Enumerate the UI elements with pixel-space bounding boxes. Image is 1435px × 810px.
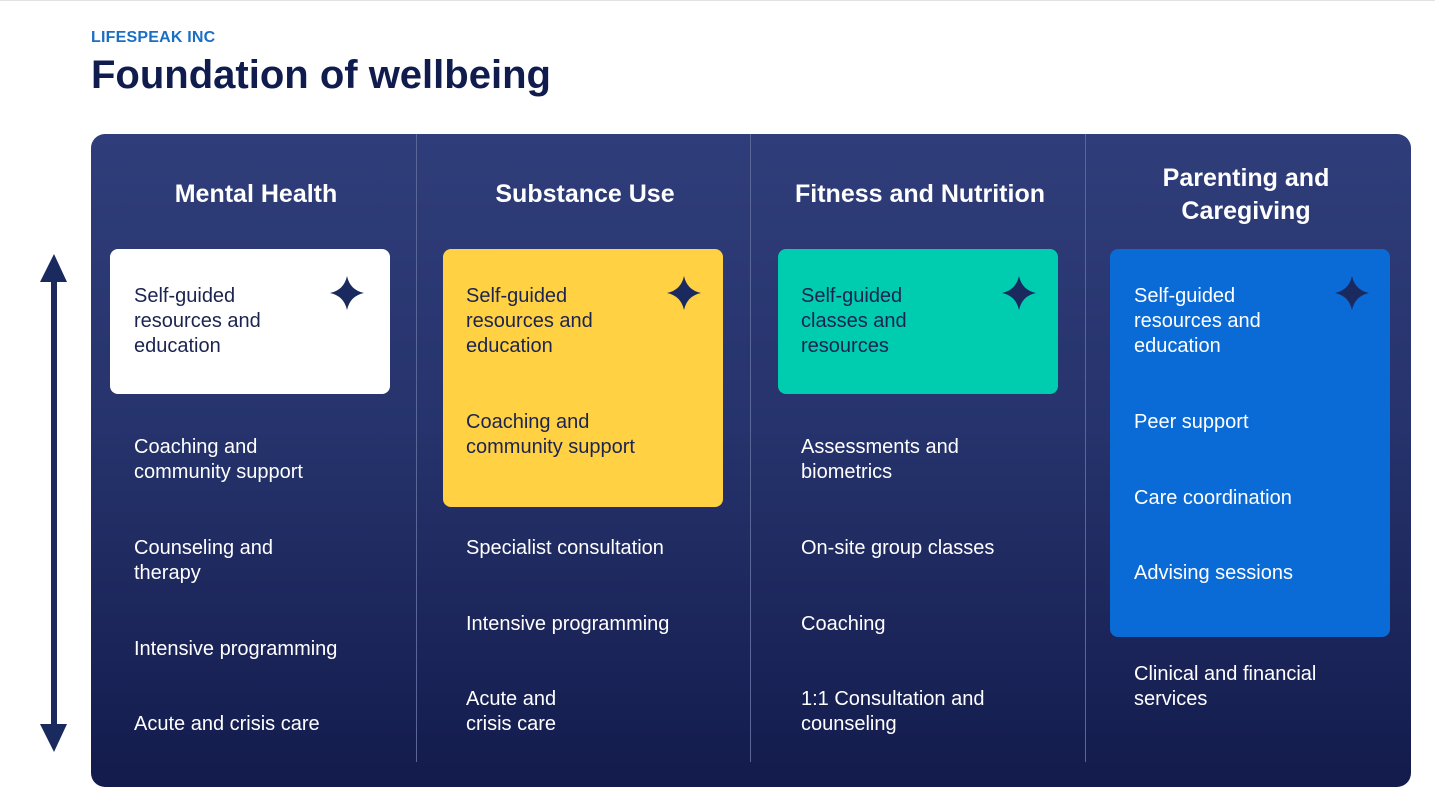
highlight-box bbox=[110, 249, 390, 394]
list-item: Intensive programming bbox=[466, 613, 670, 635]
four-point-star-icon bbox=[1335, 276, 1369, 310]
list-item: 1:1 Consultation and counseling bbox=[801, 688, 985, 735]
list-item: Counseling and therapy bbox=[134, 537, 273, 584]
list-item: Acute and crisis care bbox=[134, 713, 320, 735]
highlight-box bbox=[778, 249, 1058, 394]
column-divider bbox=[416, 134, 417, 762]
list-item: Specialist consultation bbox=[466, 537, 664, 559]
list-item: Coaching and community support bbox=[134, 436, 303, 483]
four-point-star-icon bbox=[1002, 276, 1036, 310]
company-name: LIFESPEAK INC bbox=[91, 29, 216, 46]
column-title: Mental Health bbox=[174, 180, 338, 208]
four-point-star-icon bbox=[330, 276, 364, 310]
column-divider bbox=[1085, 134, 1086, 762]
list-item: Acute and crisis care bbox=[466, 688, 557, 735]
highlight-item: Self-guided classes and resources bbox=[801, 285, 907, 357]
list-item: Assessments and biometrics bbox=[801, 436, 959, 483]
wellbeing-panel: Mental Health Self-guided resources and … bbox=[91, 134, 1411, 787]
list-item: Coaching bbox=[801, 613, 886, 635]
column-title: Substance Use bbox=[495, 180, 675, 208]
highlight-item: Coaching and community support bbox=[466, 411, 635, 458]
highlight-item: Self-guided resources and education bbox=[1134, 285, 1261, 357]
list-item: Clinical and financial services bbox=[1134, 663, 1317, 710]
highlight-item: Advising sessions bbox=[1134, 562, 1293, 584]
page-title: Foundation of wellbeing bbox=[91, 53, 551, 97]
column-divider bbox=[750, 134, 751, 762]
column-title: Parenting and Caregiving bbox=[1162, 164, 1330, 225]
double-arrow-vertical-icon bbox=[40, 254, 67, 752]
four-point-star-icon bbox=[667, 276, 701, 310]
list-item: Intensive programming bbox=[134, 638, 338, 660]
column-title: Fitness and Nutrition bbox=[795, 180, 1045, 208]
list-item: On-site group classes bbox=[801, 537, 995, 559]
highlight-item: Self-guided resources and education bbox=[466, 285, 593, 357]
highlight-item: Peer support bbox=[1134, 411, 1249, 433]
highlight-item: Care coordination bbox=[1134, 487, 1292, 509]
highlight-box bbox=[1110, 249, 1390, 637]
highlight-item: Self-guided resources and education bbox=[134, 285, 261, 357]
